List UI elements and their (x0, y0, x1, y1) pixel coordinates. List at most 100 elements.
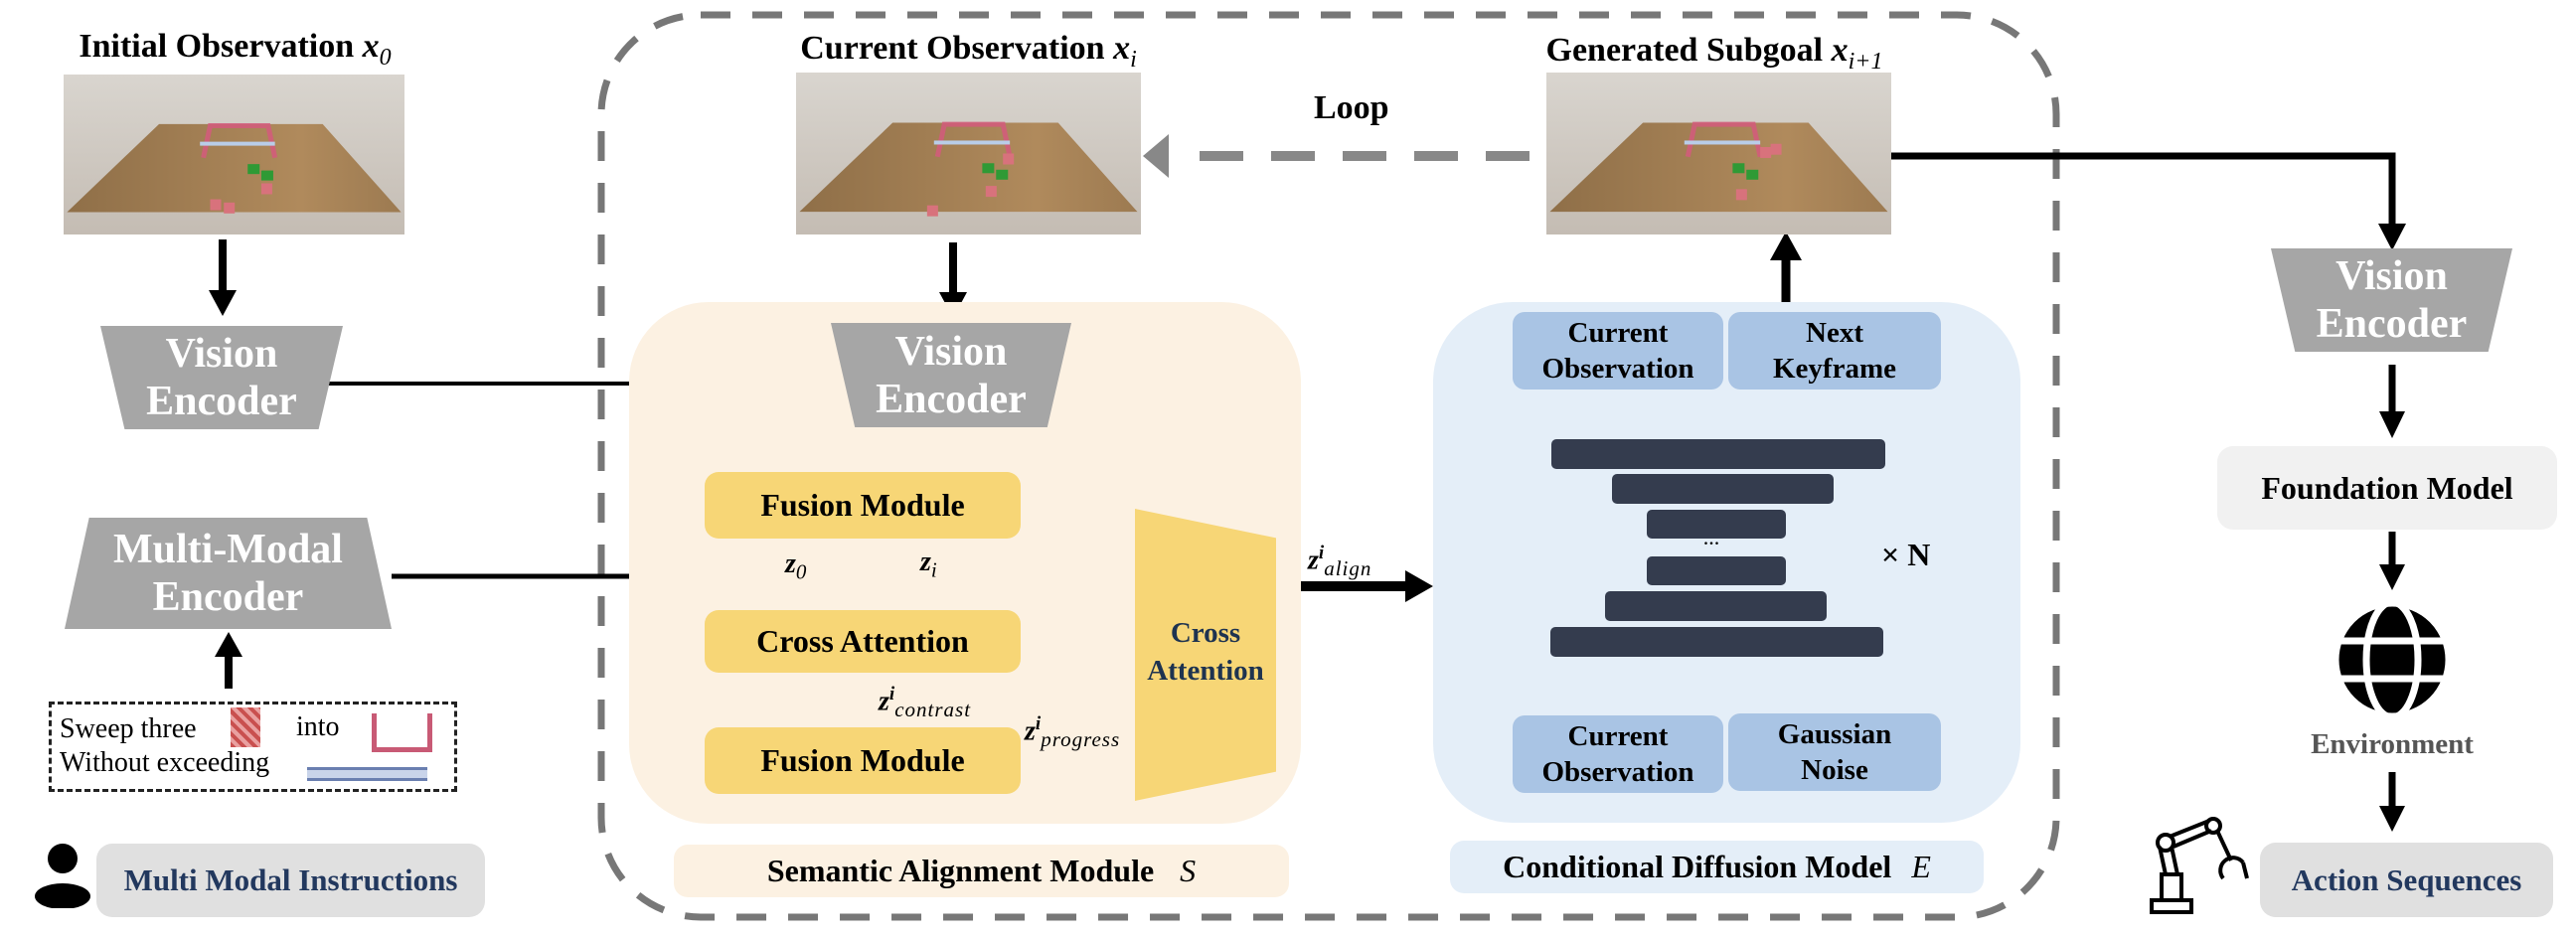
title-text: Current Observation (800, 30, 1105, 67)
unet-layer (1551, 439, 1885, 469)
label-line: Cross (1170, 617, 1241, 649)
encoder-label: Encoder (152, 574, 304, 620)
boundary-bar (933, 140, 1011, 145)
green-cube (1732, 163, 1745, 174)
table-surface (67, 123, 402, 213)
sub: align (1324, 555, 1372, 580)
label-symbol: S (1180, 853, 1197, 888)
arrowhead (2378, 224, 2406, 250)
sub: contrast (894, 697, 972, 721)
table-surface (799, 122, 1138, 213)
green-cube (1746, 169, 1759, 180)
box-line: Gaussian (1777, 718, 1892, 750)
encoder-label: Encoder (876, 376, 1027, 422)
encoder-label: Multi-Modal (113, 527, 343, 572)
unet-layer (1550, 627, 1883, 657)
zi-label: zi (920, 547, 938, 583)
instruction-text: Sweep three (60, 713, 197, 744)
label-text: Semantic Alignment Module (766, 853, 1155, 888)
multi-modal-instructions-label: Multi Modal Instructions (96, 844, 485, 917)
encoder-label: Vision (165, 331, 278, 377)
loop-label: Loop (1314, 89, 1389, 126)
red-cube (224, 202, 236, 214)
cross-attention-box: Cross Attention (705, 610, 1021, 673)
label-symbol: E (1911, 849, 1931, 884)
boundary-bar (200, 141, 275, 146)
title-sub: 0 (379, 44, 392, 71)
unet-layer (1647, 556, 1786, 585)
box-line: Next (1806, 317, 1863, 349)
robot-arm-icon (2150, 817, 2249, 914)
container-icon (372, 713, 432, 752)
z0-label: z0 (785, 548, 807, 585)
cross-attention-trapezoid-label: Cross Attention (1135, 614, 1276, 690)
green-cube (996, 169, 1009, 180)
generated-subgoal-title: Generated Subgoal xi+1 (1530, 32, 1898, 76)
box-line: Keyframe (1773, 353, 1896, 385)
vision-encoder-right: Vision Encoder (2271, 248, 2512, 352)
initial-observation-image (64, 75, 404, 234)
boundary-bar (1684, 140, 1761, 145)
loop-frame (597, 11, 2060, 921)
title-var: x (1831, 32, 1849, 69)
encoder-label: Vision (894, 328, 1008, 375)
title-text: Generated Subgoal (1545, 32, 1824, 69)
z-progress-label: ziprogress (1025, 713, 1120, 752)
box-line: Current (1567, 720, 1669, 752)
green-cube (260, 170, 273, 181)
red-cube (1770, 143, 1782, 155)
title-sub: i (1130, 46, 1137, 73)
instruction-text: into (296, 711, 340, 742)
sub: i (930, 557, 938, 582)
instruction-text: Without exceeding (60, 747, 270, 778)
box-line: Observation (1541, 353, 1694, 385)
action-sequences-label: Action Sequences (2260, 843, 2553, 917)
unet-layer (1647, 510, 1786, 539)
label-text: Conditional Diffusion Model (1503, 849, 1892, 884)
green-cube (982, 163, 995, 174)
current-observation-image (796, 73, 1141, 234)
boundary-bar-icon (307, 767, 427, 781)
sub: 0 (795, 559, 808, 584)
green-cube (247, 164, 260, 175)
arrowhead (1770, 232, 1802, 260)
red-cube (926, 205, 938, 217)
vision-encoder-mid: Vision Encoder (831, 323, 1071, 427)
box-line: Noise (1801, 754, 1868, 786)
foundation-model-box: Foundation Model (2217, 446, 2557, 530)
unet-layer (1612, 474, 1834, 504)
sub: progress (1041, 726, 1121, 751)
arrowhead (2379, 806, 2405, 832)
z-align-label: zialign (1308, 543, 1371, 581)
current-observation-title: Current Observation xi (796, 30, 1141, 74)
arrowhead (2379, 411, 2405, 438)
repeat-n-label: × N (1881, 537, 1931, 572)
encoder-label: Encoder (2316, 301, 2468, 347)
var: z (785, 548, 796, 579)
unet-layer (1605, 591, 1827, 621)
cross-attention-trapezoid (1135, 509, 1276, 801)
arrowhead (2379, 564, 2405, 590)
title-var: x (362, 28, 380, 65)
generated-subgoal-image (1546, 73, 1891, 234)
red-cube (985, 186, 997, 198)
red-cube (1760, 146, 1772, 158)
ellipsis: ... (1702, 525, 1720, 549)
loop-arrow-head (1143, 134, 1169, 178)
z-contrast-label: zicontrast (879, 684, 971, 722)
semantic-alignment-label: Semantic Alignment Module S (674, 845, 1289, 897)
box-line: Current (1567, 317, 1669, 349)
arrowhead (215, 632, 242, 657)
red-cube (1003, 153, 1015, 165)
initial-observation-title: Initial Observation x0 (64, 28, 406, 72)
instruction-box (49, 702, 457, 792)
multi-modal-encoder: Multi-Modal Encoder (65, 518, 392, 629)
var: z (1308, 545, 1319, 576)
arrowhead (1405, 570, 1433, 602)
sup: i (888, 684, 895, 704)
table-surface (1549, 122, 1888, 213)
environment-label: Environment (2311, 728, 2474, 760)
red-cube (1735, 189, 1747, 201)
